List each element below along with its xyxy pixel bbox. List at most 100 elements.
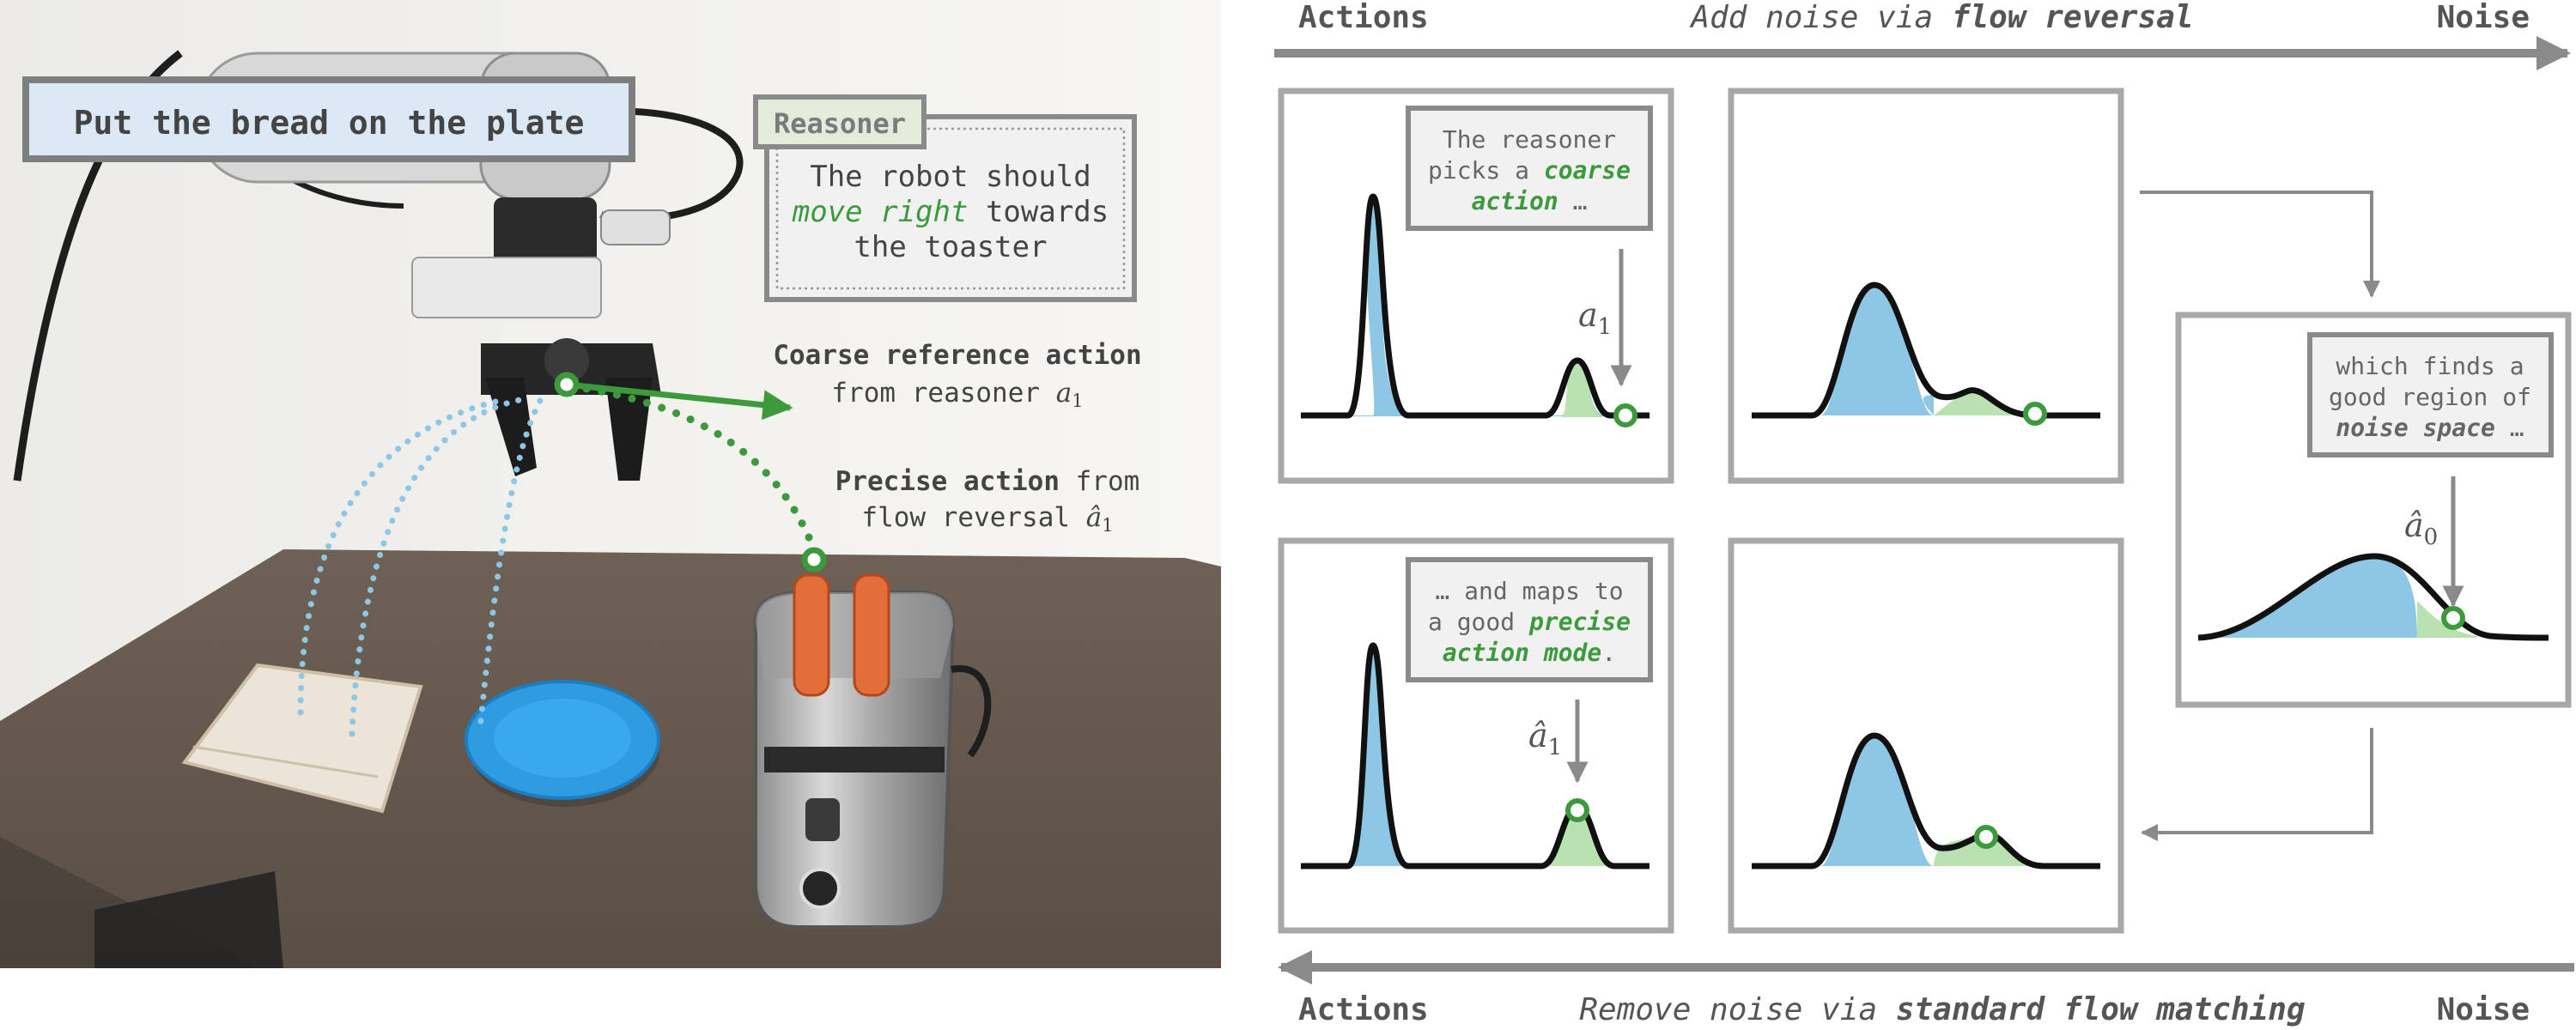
- panel-4-symbol-sub: 1: [1548, 735, 1563, 760]
- bread-slice-2: [853, 573, 890, 697]
- panel-4-line-2: a good precise: [1428, 608, 1631, 636]
- reasoner-tag-label: Reasoner: [774, 107, 906, 140]
- plate-inner: [494, 699, 631, 778]
- bottom-noise-label: Noise: [2437, 992, 2530, 1027]
- top-noise-label: Noise: [2437, 0, 2530, 35]
- bottom-title-plain: Remove noise via: [1579, 992, 1895, 1027]
- reasoner-box-inner: [775, 127, 1126, 290]
- panel-5-frame: [1728, 537, 2124, 934]
- toaster-cord: [951, 665, 992, 758]
- instruction-box-frame: [22, 76, 635, 162]
- panel-4-action-marker: [1565, 798, 1589, 822]
- toaster-lever: [805, 798, 840, 841]
- panel-2-frame: [1728, 88, 2124, 484]
- trajectory-towel-1: [297, 396, 510, 716]
- coarse-action-label: Coarse reference action from reasoner a1: [773, 340, 1141, 411]
- precise-target-marker: [801, 547, 827, 573]
- panel-3-symbol-letter: â: [2404, 506, 2424, 544]
- panel-5-marker: [1974, 825, 1998, 849]
- coarse-symbol: a: [1056, 378, 1072, 409]
- panel-4-density-green: [1541, 807, 1614, 866]
- panel-3-density-green: [2417, 601, 2477, 638]
- robot-wrist: [494, 197, 597, 266]
- panel-1-line-3-rest: …: [1558, 187, 1588, 215]
- panel-3-line-1: which finds a: [2336, 352, 2524, 380]
- coarse-title: Coarse reference action: [773, 340, 1141, 371]
- panel-1-action-marker: [1613, 403, 1637, 427]
- panel-4-line-3: action mode.: [1443, 639, 1616, 667]
- panel-1-line-3-em: action: [1472, 187, 1558, 215]
- reasoner-line-2: move right towards: [792, 195, 1109, 229]
- panel-4-symbol: â1: [1528, 717, 1562, 760]
- toaster-control-panel: [764, 747, 945, 772]
- panel-2-density-blue: [1752, 284, 1934, 415]
- panel-1-symbol: a1: [1578, 296, 1612, 340]
- top-title-plain: Add noise via: [1689, 0, 1951, 35]
- bottom-actions-label: Actions: [1298, 992, 1429, 1027]
- panel-3-line-3: noise space …: [2336, 414, 2524, 442]
- panel-precise-action: … and maps to a good precise action mode…: [1278, 537, 1674, 934]
- coarse-subscript: 1: [1072, 391, 1083, 411]
- precise-title-rest: from: [1060, 466, 1139, 497]
- connector-to-noise-panel: [2140, 191, 2380, 298]
- panel-3-line-2: good region of: [2329, 383, 2531, 411]
- panel-2-density-green: [1934, 391, 2044, 415]
- panel-1-density-blue: [1301, 196, 1649, 417]
- panel-1-line-2-plain: picks a: [1428, 156, 1544, 185]
- panel-4-line-2-em: precise: [1528, 608, 1631, 636]
- panel-4-symbol-letter: â: [1528, 717, 1548, 754]
- reasoner-tag: [753, 94, 927, 149]
- panel-3-density-blue: [2198, 556, 2417, 638]
- panel-intermediate-bottom: [1728, 537, 2124, 934]
- panel-2-marker: [2023, 402, 2047, 426]
- reasoner-box: Reasoner The robot should move right tow…: [753, 94, 1137, 302]
- panel-3-density-curve: [2197, 553, 2549, 641]
- panel-5-density-blue: [1752, 735, 1934, 866]
- precise-symbol: â: [1086, 502, 1102, 533]
- towel-fold: [192, 745, 379, 779]
- precise-title: Precise action from: [835, 466, 1140, 497]
- panel-noise-region: which finds a good region of noise space…: [2175, 312, 2572, 708]
- camera-mount: [411, 257, 602, 318]
- precise-action-label: Precise action from flow reversal â1: [835, 466, 1140, 536]
- panel-3-line-3-em: noise space: [2336, 414, 2494, 442]
- bread-slice-1: [793, 573, 830, 697]
- coarse-line-2-text: from reasoner: [831, 378, 1055, 409]
- panel-4-line-3-em: action mode: [1443, 639, 1601, 667]
- toaster-knob: [799, 868, 841, 909]
- top-title: Add noise via flow reversal: [1689, 0, 2193, 35]
- panel-2-density-blue-tail: [1923, 395, 1934, 415]
- top-actions-label: Actions: [1298, 0, 1429, 35]
- trajectory-towel-2: [349, 396, 527, 737]
- panel-1-line-2: picks a coarse: [1428, 156, 1631, 185]
- panel-4-density-blue: [1301, 645, 1408, 866]
- top-title-bold: flow reversal: [1952, 0, 2194, 35]
- bottom-header: Actions Remove noise via standard flow m…: [1278, 950, 2574, 1027]
- reasoner-line-2-rest: towards: [968, 195, 1109, 229]
- panel-1-density-curve: [1301, 193, 1649, 419]
- connector-from-noise-panel: [2141, 728, 2373, 841]
- panel-3-line-3-rest: …: [2495, 414, 2524, 442]
- reasoner-highlight: move right: [792, 195, 969, 229]
- bottom-title: Remove noise via standard flow matching: [1579, 992, 2305, 1027]
- panel-4-line-1: … and maps to: [1435, 577, 1623, 605]
- reasoner-line-3: the toaster: [854, 230, 1047, 264]
- panel-1-caption-box: [1406, 106, 1653, 231]
- precise-action-path: [567, 382, 818, 554]
- panel-4-line-3-rest: .: [1601, 639, 1616, 667]
- panel-4-line-2-plain: a good: [1428, 608, 1529, 636]
- panel-3-caption-box: [2307, 332, 2554, 457]
- panel-1-line-1: The reasoner: [1443, 125, 1616, 154]
- precise-line-2-text: flow reversal: [861, 502, 1085, 533]
- precise-subscript: 1: [1102, 515, 1113, 536]
- panel-1-line-3: action …: [1472, 187, 1588, 215]
- precise-line-2: flow reversal â1: [861, 502, 1113, 536]
- instruction-text: Put the bread on the plate: [74, 104, 585, 142]
- panel-1-symbol-sub: 1: [1598, 314, 1613, 340]
- gripper-finger-right: [605, 378, 653, 481]
- panel-2-density-curve: [1752, 282, 2100, 419]
- panel-1-symbol-letter: a: [1578, 296, 1598, 334]
- chair: [94, 871, 283, 968]
- panel-1-line-2-em: coarse: [1544, 156, 1631, 185]
